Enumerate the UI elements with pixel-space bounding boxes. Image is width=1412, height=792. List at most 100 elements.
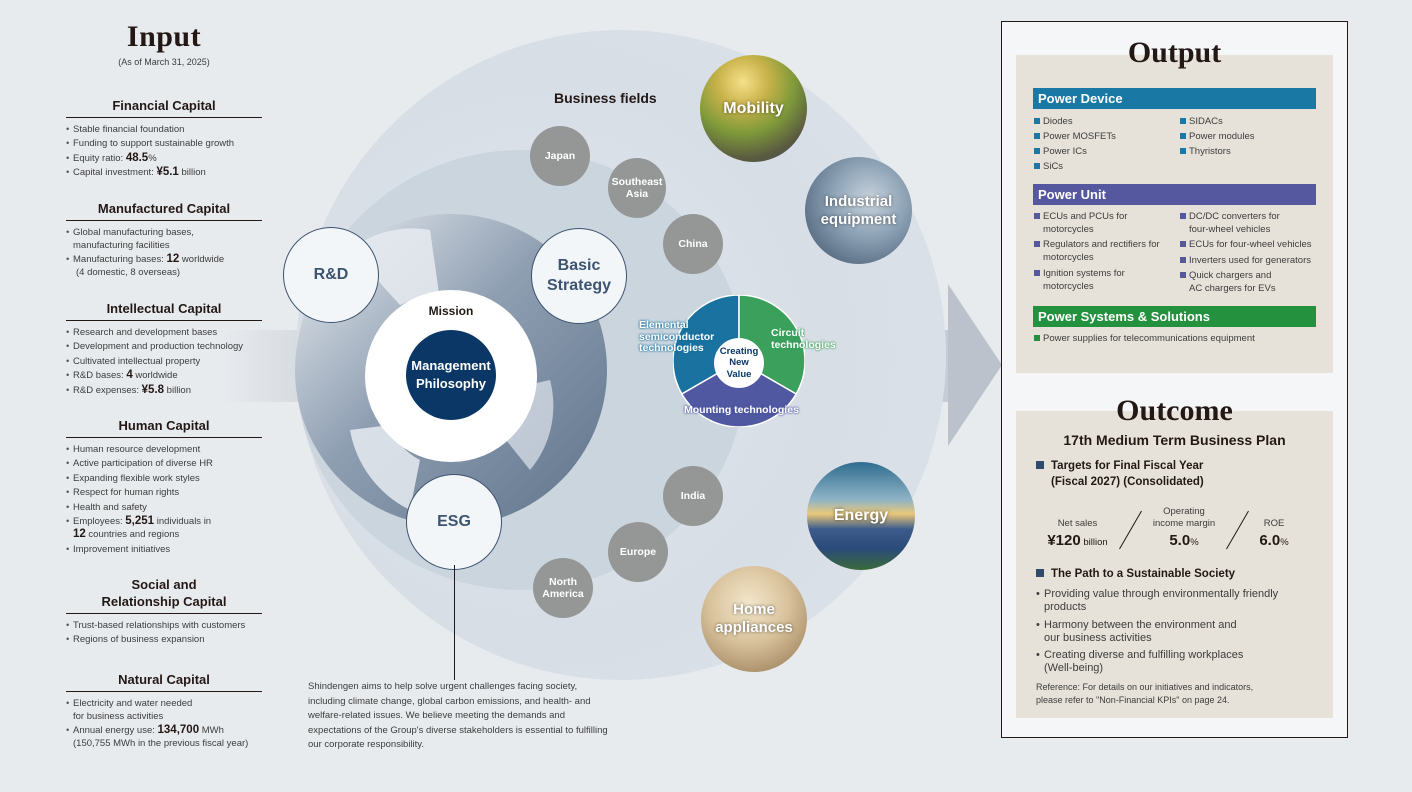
- region-label: China: [678, 237, 708, 250]
- item-text: Equity ratio:: [73, 152, 126, 164]
- mission-label: Mission: [428, 304, 474, 318]
- item-text: individuals in: [154, 516, 212, 528]
- field-industrial-equipment: Industrial equipment: [805, 157, 912, 264]
- path-item: Providing value through environmentally …: [1036, 588, 1316, 613]
- item-text: Capital investment:: [73, 167, 157, 179]
- capital-item: Annual energy use: 134,700 MWh(150,755 M…: [66, 724, 262, 750]
- product-line: motorcycles: [1043, 252, 1094, 263]
- field-home-appliances: Home appliances: [701, 566, 807, 672]
- item-text: Trust-based relationships with customers: [73, 619, 246, 631]
- item-value: ¥5.8: [141, 383, 165, 396]
- product-item: Inverters used for generators: [1180, 254, 1311, 267]
- product-line: Quick chargers and: [1189, 270, 1272, 281]
- product-line: ECUs for four-wheel vehicles: [1189, 239, 1312, 250]
- product-line: ECUs and PCUs for: [1043, 211, 1128, 222]
- as-of-date: (As of March 31, 2025): [118, 57, 210, 67]
- kpi-unit: %: [1280, 537, 1289, 548]
- item-unit: worldwide: [179, 254, 225, 266]
- pie-label-mounting: Mounting technologies: [684, 404, 799, 417]
- item-value: ¥5.1: [156, 166, 179, 179]
- reference-line: Reference: For details on our initiative…: [1036, 682, 1254, 692]
- region-north-america: North America: [533, 558, 593, 618]
- item-text: Stable financial foundation: [73, 123, 185, 135]
- product-line: AC chargers for EVs: [1189, 283, 1276, 294]
- kpi-unit: billion: [1080, 537, 1108, 548]
- capital-item: Active participation of diverse HR: [66, 457, 262, 470]
- capital-item: Expanding flexible work styles: [66, 472, 262, 485]
- region-label: India: [680, 489, 706, 502]
- region-europe: Europe: [608, 522, 668, 582]
- path-line: (Well-being): [1044, 661, 1104, 674]
- capital-title: Natural Capital: [66, 672, 262, 692]
- capital-item: Global manufacturing bases,manufacturing…: [66, 226, 262, 252]
- item-text: R&D bases:: [73, 370, 127, 382]
- capital-item: Funding to support sustainable growth: [66, 137, 262, 150]
- product-item: Power supplies for telecommunications eq…: [1034, 332, 1255, 345]
- product-line: motorcycles: [1043, 281, 1094, 292]
- item-text: Regions of business expansion: [73, 634, 205, 646]
- strategy-line1: Basic: [557, 257, 601, 274]
- pie-label-line: Circuit: [771, 327, 805, 339]
- capital-item: R&D bases: 4 worldwide: [66, 369, 262, 382]
- item-text: (4 domestic, 8 overseas): [76, 267, 181, 279]
- item-value: 48.5: [125, 151, 149, 164]
- item-unit: billion: [178, 167, 206, 179]
- pie-label-elemental: Elemental semiconductor technologies: [639, 319, 715, 355]
- input-header: Input (As of March 31, 2025): [66, 20, 262, 67]
- pie-label-circuit: Circuit technologies: [771, 327, 836, 351]
- product-item: ECUs for four-wheel vehicles: [1180, 238, 1312, 251]
- rd-label: R&D: [313, 266, 349, 283]
- path-heading: The Path to a Sustainable Society: [1036, 566, 1235, 582]
- product-line: Regulators and rectifiers for: [1043, 239, 1160, 250]
- rd-node: R&D: [283, 227, 379, 323]
- capital-item: Cultivated intellectual property: [66, 355, 262, 368]
- item-text: Development and production technology: [73, 341, 244, 353]
- pie-label-line: semiconductor: [639, 330, 715, 343]
- center-line: New: [729, 357, 749, 369]
- field-energy: Energy: [807, 462, 915, 570]
- item-text: countries and regions: [85, 529, 180, 541]
- product-item: Diodes: [1034, 115, 1073, 128]
- region-southeast-asia: Southeast Asia: [608, 158, 666, 218]
- item-text: Funding to support sustainable growth: [73, 138, 235, 150]
- category-power-device: Power Device: [1033, 88, 1316, 109]
- kpi-number: ¥120: [1047, 532, 1081, 549]
- product-item: SIDACs: [1180, 115, 1223, 128]
- item-unit: billion: [164, 384, 191, 396]
- item-text: Improvement initiatives: [73, 543, 171, 555]
- capital-item: Improvement initiatives: [66, 543, 262, 556]
- item-text: manufacturing facilities: [73, 239, 170, 251]
- capital-financial: Financial Capital Stable financial found…: [66, 98, 262, 181]
- path-item: Creating diverse and fulfilling workplac…: [1036, 649, 1316, 674]
- product-item: Quick chargers and AC chargers for EVs: [1180, 269, 1276, 295]
- flow-arrow-icon: [948, 284, 1002, 446]
- item-text: Employees:: [73, 516, 126, 528]
- region-japan: Japan: [530, 126, 590, 186]
- product-line: motorcycles: [1043, 224, 1094, 235]
- region-india: India: [663, 466, 723, 526]
- business-fields-title: Business fields: [554, 90, 657, 106]
- esg-node: ESG: [406, 474, 502, 570]
- targets-heading: Targets for Final Fiscal Year(Fiscal 202…: [1036, 458, 1204, 490]
- capital-intellectual: Intellectual Capital Research and develo…: [66, 301, 262, 398]
- product-item: Power modules: [1180, 130, 1254, 143]
- capital-natural: Natural Capital Electricity and water ne…: [66, 672, 262, 752]
- item-text: Respect for human rights: [73, 487, 180, 499]
- capital-title: Human Capital: [66, 418, 262, 438]
- kpi-value-operating-margin: 5.0%: [1145, 532, 1223, 549]
- capital-title: Financial Capital: [66, 98, 262, 118]
- capital-human: Human Capital Human resource development…: [66, 418, 262, 557]
- item-text: Research and development bases: [73, 326, 218, 338]
- pie-segment-mounting: [680, 360, 798, 427]
- center-line: Value: [726, 368, 752, 380]
- product-item: SiCs: [1034, 160, 1063, 173]
- region-label: Southeast Asia: [611, 175, 663, 200]
- field-label: Mobility: [723, 99, 784, 117]
